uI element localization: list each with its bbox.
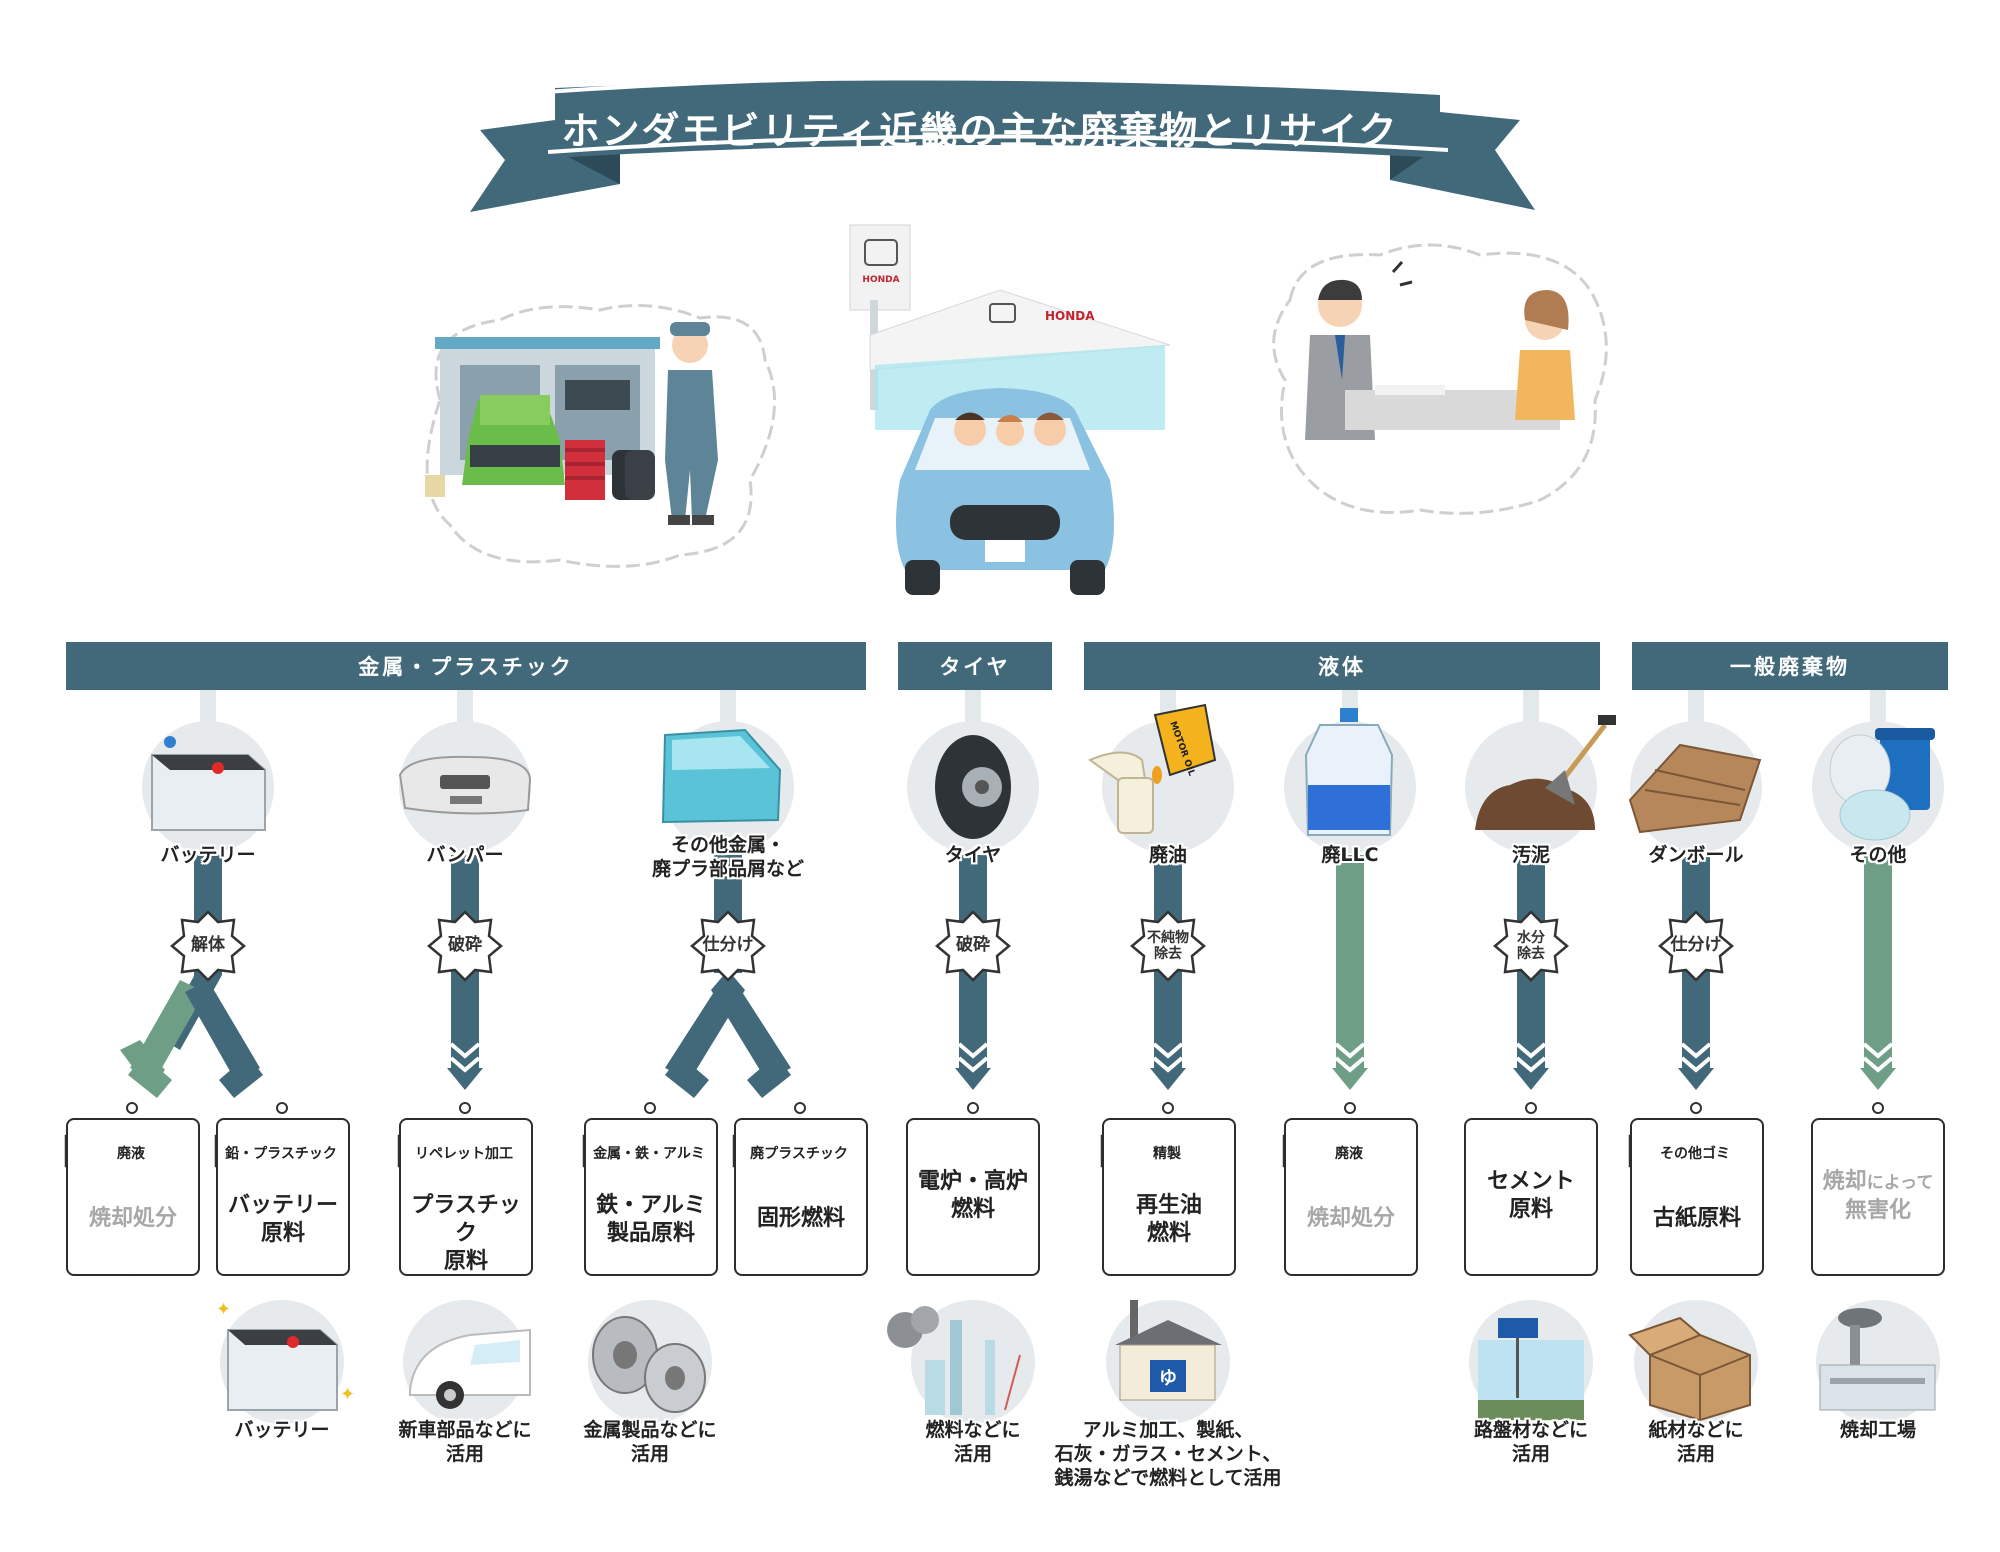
output-card: 電炉・高炉燃料 — [906, 1118, 1040, 1276]
output-card: 鉛・プラスチック バッテリー原料 — [216, 1118, 350, 1276]
use-label-bathhouse: アルミ加工、製紙、石灰・ガラス・セメント、銭湯などで燃料として活用 — [1054, 1419, 1282, 1489]
output-card: 金属・鉄・アルミ 鉄・アルミ製品原料 — [584, 1118, 718, 1276]
process-label-dismantle: 解体 — [191, 935, 225, 955]
category-metal-plastic: 金属・プラスチック — [66, 642, 866, 690]
new-car-icon — [409, 1328, 531, 1409]
source-label-waste-llc: 廃LLC — [1321, 844, 1379, 866]
process-label-crush: 破砕 — [448, 935, 482, 955]
box-icon — [1628, 1316, 1751, 1422]
process-label-remove-water: 水分除去 — [1517, 930, 1545, 962]
category-general-waste: 一般廃棄物 — [1632, 642, 1948, 690]
source-label-sludge: 汚泥 — [1511, 844, 1550, 866]
process-label-sort: 仕分け — [702, 935, 754, 955]
oil-can-icon: MOTOR OIL — [1087, 703, 1217, 834]
incinerator-icon — [1819, 1308, 1936, 1411]
output-card: その他ゴミ 古紙原料 — [1630, 1118, 1764, 1276]
svg-text:✦: ✦ — [216, 1299, 231, 1320]
process-label-crush-tire: 破砕 — [956, 935, 990, 955]
category-tires: タイヤ — [898, 642, 1052, 690]
process-badge-4 — [935, 910, 1011, 982]
title-banner — [470, 74, 1535, 212]
source-label-bumper: バンパー — [426, 844, 504, 866]
use-label-road: 路盤材などに活用 — [1473, 1419, 1588, 1465]
use-label-new-car: 新車部品などに活用 — [398, 1419, 532, 1465]
use-label-metal-products: 金属製品などに活用 — [583, 1419, 717, 1465]
process-badge-7 — [1493, 910, 1569, 982]
dealership-scene-illustration: HONDA HONDA — [849, 224, 1171, 595]
use-label-paper: 紙材などに活用 — [1648, 1419, 1744, 1465]
process-badge-1 — [170, 910, 246, 982]
output-card: 廃液 焼却処分 — [1284, 1118, 1418, 1276]
bathhouse-icon: ゆ — [1115, 1300, 1222, 1401]
road-icon — [1478, 1318, 1584, 1420]
source-label-tire: タイヤ — [944, 844, 1002, 866]
source-label-battery: バッテリー — [160, 844, 256, 866]
process-badge-8 — [1658, 910, 1734, 982]
tire-icon — [935, 735, 1011, 839]
source-label-waste-oil: 廃油 — [1148, 844, 1187, 866]
output-card: 焼却によって 無害化 — [1811, 1118, 1945, 1276]
cardboard-icon — [1628, 743, 1762, 834]
output-card: セメント原料 — [1464, 1118, 1598, 1276]
output-card: リペレット加工 プラスチック原料 — [399, 1118, 533, 1276]
bumper-icon — [398, 755, 532, 815]
arrowheads — [120, 1040, 1896, 1098]
output-card: 廃プラスチック 固形燃料 — [734, 1118, 868, 1276]
garage-scene-illustration — [425, 304, 777, 568]
source-label-cardboard: ダンボール — [1648, 844, 1744, 866]
use-label-incinerator: 焼却工場 — [1839, 1419, 1916, 1441]
alloy-wheel-icon — [592, 1316, 706, 1413]
page-title: ホンダモビリティ近畿の主な廃棄物とリサイクル — [561, 109, 1399, 208]
process-badge-3 — [690, 910, 766, 982]
battery-icon — [151, 736, 266, 831]
consultation-scene-illustration — [1272, 243, 1608, 515]
sludge-shovel-icon — [1475, 715, 1616, 830]
process-badge-2 — [427, 910, 503, 982]
use-label-battery: バッテリー — [234, 1419, 330, 1441]
source-label-other-metal: その他金属・廃プラ部品屑など — [651, 834, 804, 880]
scene-illustrations: HONDA HONDA — [425, 224, 1608, 595]
coolant-bottle-icon — [1304, 708, 1394, 836]
process-label-sort-cardboard: 仕分け — [1670, 935, 1722, 955]
output-card: 精製 再生油燃料 — [1102, 1118, 1236, 1276]
trash-bin-icon — [1829, 728, 1935, 841]
dealer-sign-text: HONDA — [862, 275, 899, 285]
output-card: 廃液 焼却処分 — [66, 1118, 200, 1276]
bathhouse-sign-text: ゆ — [1159, 1368, 1177, 1389]
use-label-fuel: 燃料などに活用 — [925, 1419, 1021, 1465]
process-badge-5 — [1130, 910, 1206, 982]
dealer-building-text: HONDA — [1045, 309, 1095, 323]
process-label-remove-impurities: 不純物除去 — [1147, 930, 1189, 962]
factory-smoke-icon — [887, 1306, 1021, 1415]
svg-text:✦: ✦ — [340, 1384, 355, 1405]
car-door-icon — [661, 728, 782, 824]
source-label-other: その他 — [1849, 844, 1907, 866]
category-liquids: 液体 — [1084, 642, 1600, 690]
battery-new-icon: ✦ ✦ — [216, 1299, 355, 1411]
